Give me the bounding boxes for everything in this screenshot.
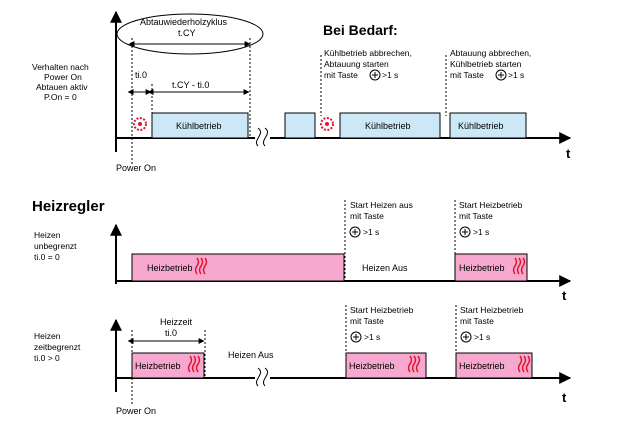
cooling-bar-4 <box>449 112 527 139</box>
heizregler-title: Heizregler <box>32 198 105 215</box>
note2-line4: >1 s <box>508 70 524 80</box>
heating-label-3: Heizbetrieb <box>135 361 181 371</box>
note-start-1-line2: mit Taste <box>459 211 493 221</box>
heating-label-5: Heizbetrieb <box>459 361 505 371</box>
note-start-1-line3: >1 s <box>473 227 489 237</box>
heat-icon <box>187 355 201 373</box>
row2-label-1: Heizen <box>34 331 61 341</box>
cooling-label-1: Kühlbetrieb <box>176 121 222 131</box>
bedarf-heading: Bei Bedarf: <box>323 22 398 38</box>
row2-label-3: ti.0 > 0 <box>34 353 60 363</box>
heating-label-1: Heizbetrieb <box>147 263 193 273</box>
heating-label-2: Heizbetrieb <box>459 263 505 273</box>
cooling-bar-2 <box>284 112 316 139</box>
ti0-label: ti.0 <box>135 70 147 80</box>
button-icon <box>350 331 362 343</box>
heizen-aus-2: Heizen Aus <box>228 350 274 360</box>
note1-line1: Kühlbetrieb abbrechen, <box>324 48 412 58</box>
cooling-bar-1 <box>151 112 249 139</box>
heizen-aus-1: Heizen Aus <box>362 263 408 273</box>
top-time-label: t <box>566 146 571 161</box>
power-on-top: Power On <box>116 163 156 173</box>
cycle-label-2: t.CY <box>178 28 196 38</box>
note-aus-line1: Start Heizen aus <box>350 200 413 210</box>
axis-break-symbol <box>256 367 269 387</box>
note-start-3-line3: >1 s <box>474 332 490 342</box>
heizzeit-1: Heizzeit <box>160 317 193 327</box>
cycle-ellipse <box>116 13 264 55</box>
cooling-label-3: Kühlbetrieb <box>365 121 411 131</box>
note-start-2-line2: mit Taste <box>350 316 384 326</box>
note2-line1: Abtauung abbrechen, <box>450 48 531 58</box>
note1-line4: >1 s <box>382 70 398 80</box>
power-on-bottom: Power On <box>116 406 156 416</box>
row1-label-3: ti.0 = 0 <box>34 252 60 262</box>
heat-icon <box>407 355 421 373</box>
row2-time-label: t <box>562 390 567 405</box>
note2-line3: mit Taste <box>450 70 484 80</box>
button-icon <box>459 226 471 238</box>
heat-icon <box>194 257 208 275</box>
note-aus-line2: mit Taste <box>350 211 384 221</box>
behavior-text-3: Abtauen aktiv <box>36 82 88 92</box>
note-start-1-line1: Start Heizbetrieb <box>459 200 523 210</box>
behavior-text-1: Verhalten nach <box>32 62 89 72</box>
note1-line2: Abtauung starten <box>324 59 389 69</box>
behavior-text-2: Power On <box>44 72 82 82</box>
note-start-3-line2: mit Taste <box>460 316 494 326</box>
heat-icon <box>517 355 531 373</box>
defrost-icon <box>133 117 147 131</box>
heating-bar-1 <box>131 253 345 282</box>
cy-minus-label: t.CY - ti.0 <box>172 80 209 90</box>
heat-icon <box>512 257 526 275</box>
cooling-label-4: Kühlbetrieb <box>458 121 504 131</box>
heizzeit-2: ti.0 <box>165 328 177 338</box>
note1-line3: mit Taste <box>324 70 358 80</box>
note-start-2-line3: >1 s <box>364 332 380 342</box>
button-icon <box>349 226 361 238</box>
row1-time-label: t <box>562 288 567 303</box>
axis-break-symbol <box>256 127 269 147</box>
button-icon <box>495 69 507 81</box>
heating-label-4: Heizbetrieb <box>349 361 395 371</box>
row2-label-2: zeitbegrenzt <box>34 342 81 352</box>
button-icon <box>369 69 381 81</box>
note-start-2-line1: Start Heizbetrieb <box>350 305 414 315</box>
cycle-label-1: Abtauwiederholzyklus <box>140 17 228 27</box>
row1-label-2: unbegrenzt <box>34 241 77 251</box>
note-aus-line3: >1 s <box>363 227 379 237</box>
button-icon <box>460 331 472 343</box>
heating-bar-3 <box>131 352 205 379</box>
behavior-text-4: P.On = 0 <box>44 92 77 102</box>
row1-label-1: Heizen <box>34 230 61 240</box>
note-start-3-line1: Start Heizbetrieb <box>460 305 524 315</box>
cooling-bar-3 <box>339 112 441 139</box>
defrost-icon <box>320 117 334 131</box>
note2-line2: Kühlbetrieb starten <box>450 59 522 69</box>
